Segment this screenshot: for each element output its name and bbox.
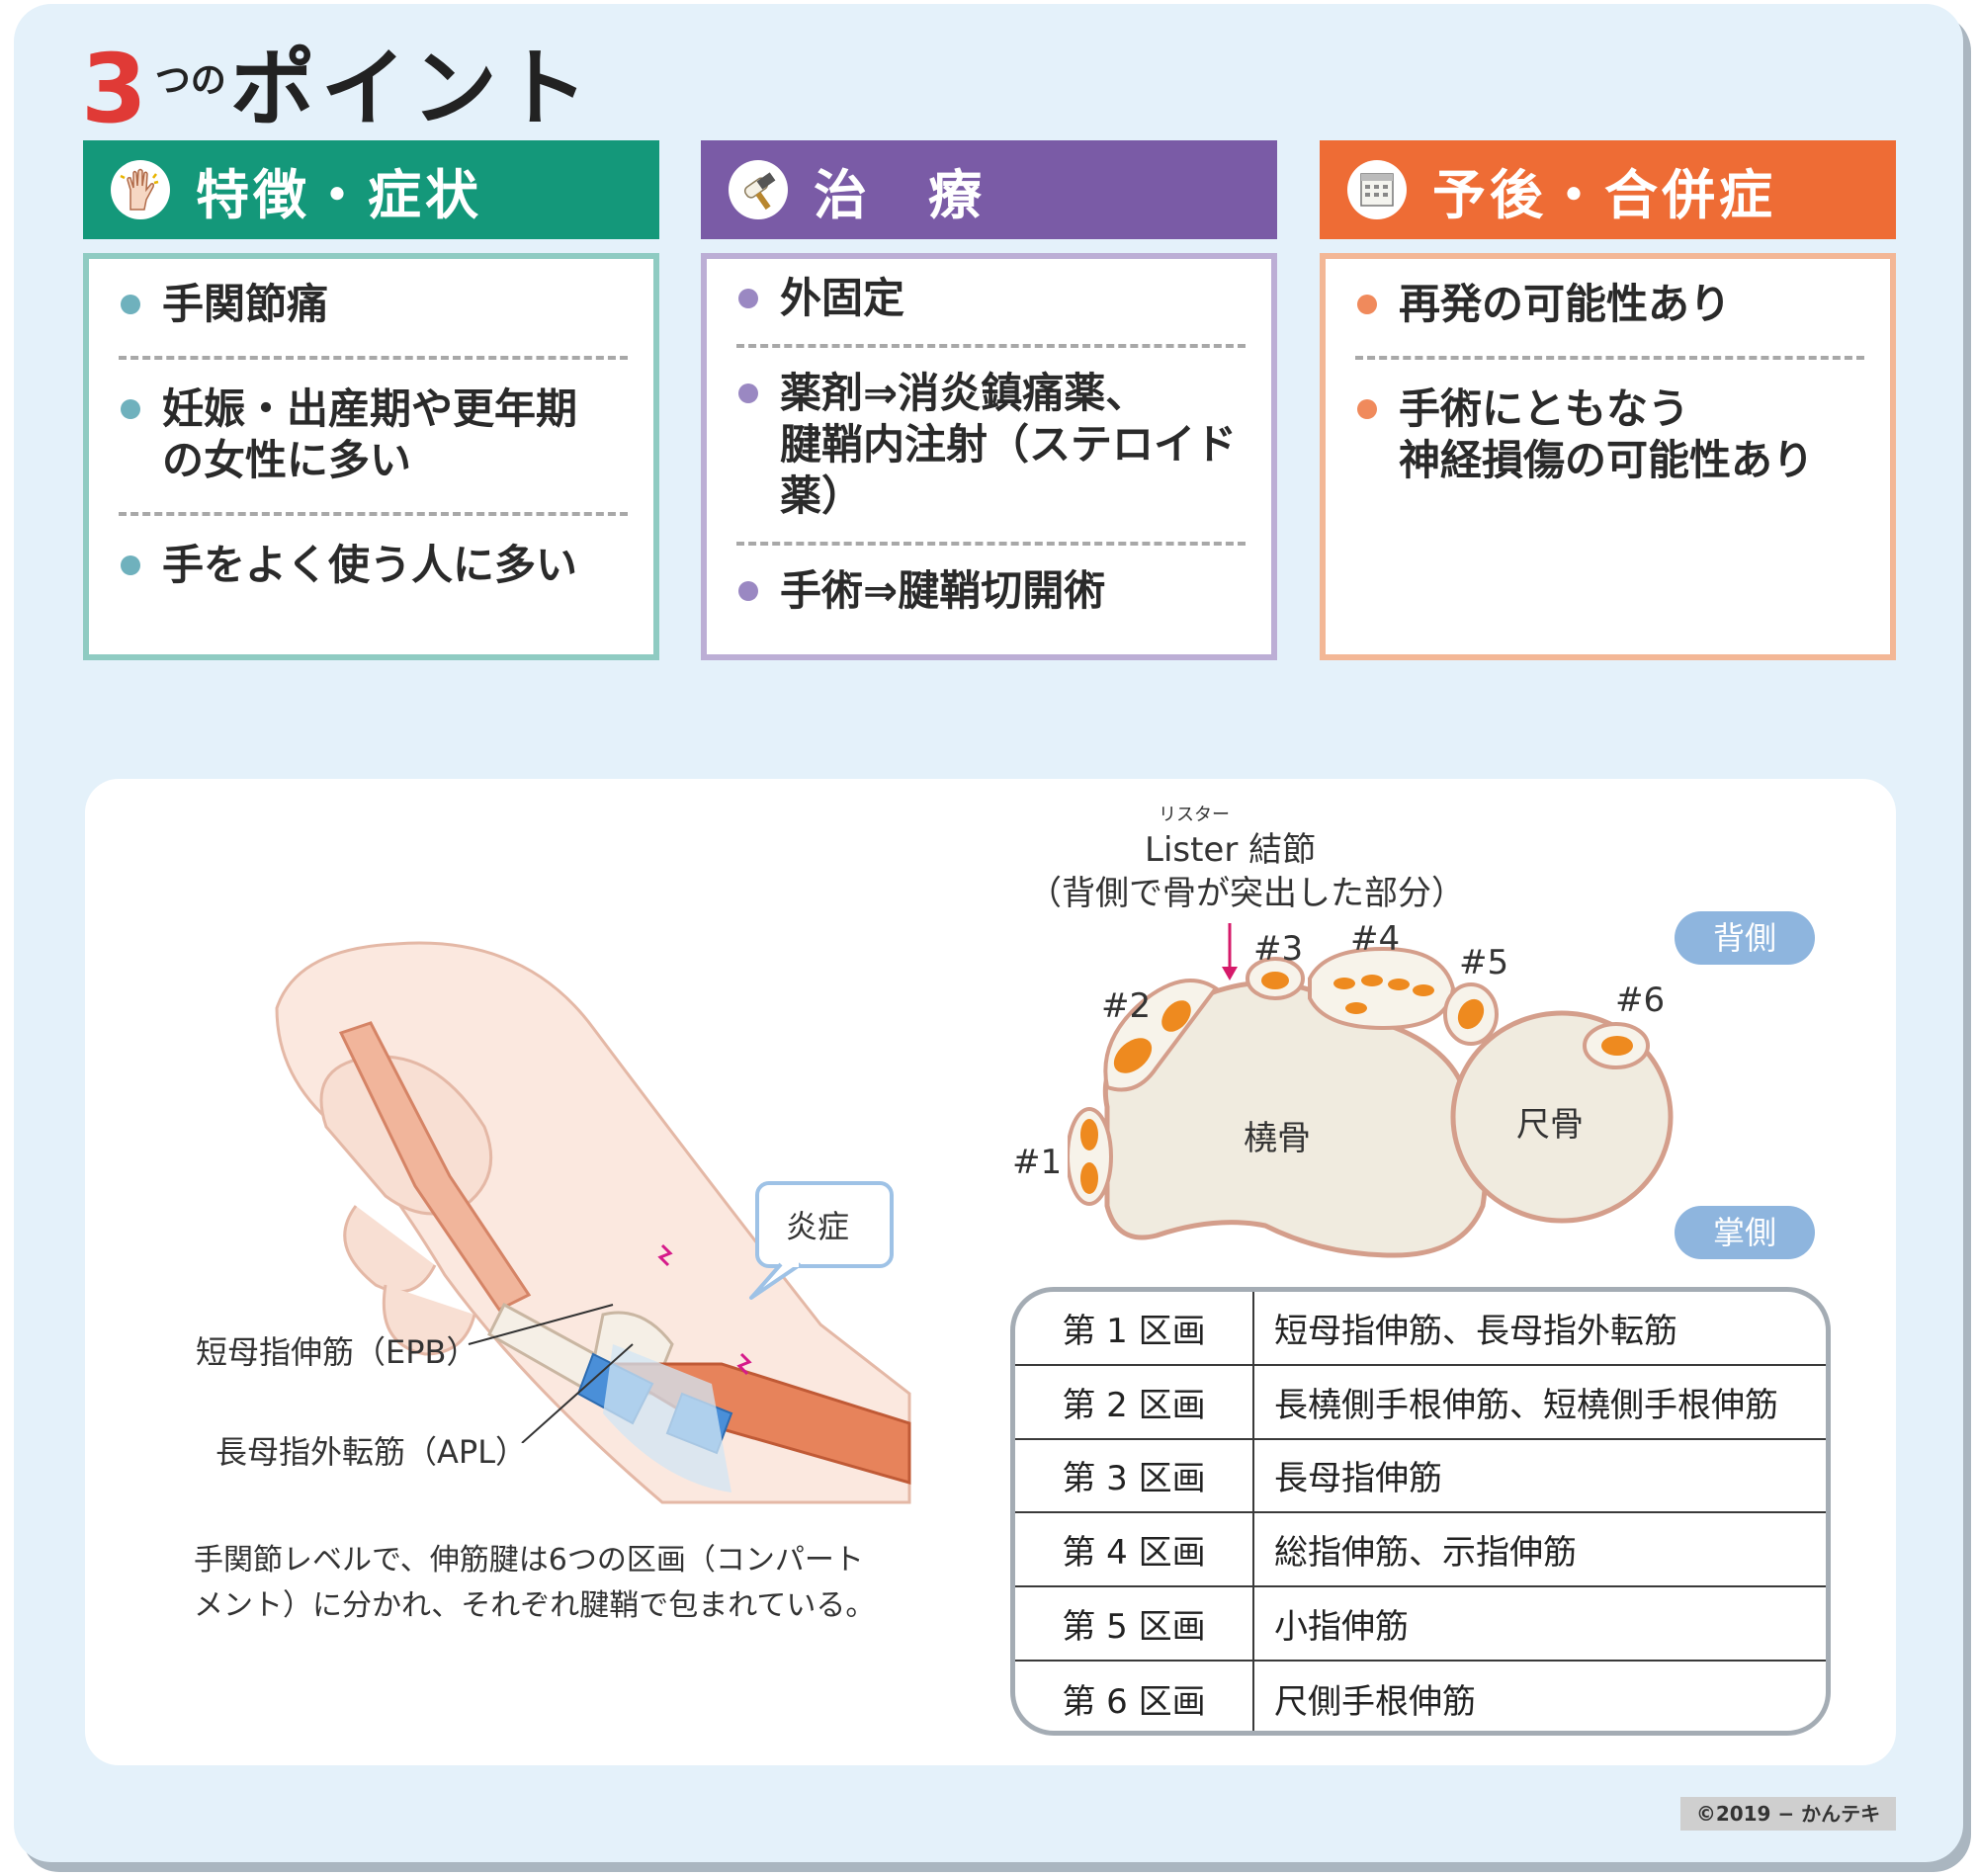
muscle-cell: 短母指伸筋、長母指外転筋: [1274, 1311, 1677, 1351]
item-text: 妊娠・出産期や更年期の女性に多い: [162, 384, 578, 484]
bullet-dot: [738, 289, 758, 308]
table-row: 第 4 区画 総指伸筋、示指伸筋: [1015, 1513, 1826, 1588]
apl-label: 長母指外転筋（APL）: [215, 1433, 528, 1471]
list-item: 手術にともなう神経損傷の可能性あり: [1355, 384, 1864, 486]
compartment-5-label: #5: [1459, 943, 1509, 982]
table-row: 第 2 区画 長橈側手根伸筋、短橈側手根伸筋: [1015, 1365, 1826, 1440]
compartment-2-label: #2: [1101, 986, 1152, 1026]
muscle-cell: 小指伸筋: [1274, 1607, 1409, 1648]
prognosis-card: 予後・合併症 再発の可能性あり 手術にともなう神経損傷の可能性あり: [1320, 140, 1896, 660]
bullet-dot: [121, 295, 140, 314]
item-text: 手術にともなう神経損傷の可能性あり: [1399, 384, 1815, 484]
compartment-1-label: #1: [1012, 1143, 1063, 1182]
divider: [119, 512, 628, 516]
item-text: 再発の可能性あり: [1399, 280, 1732, 328]
list-item: 手関節痛: [119, 279, 628, 330]
bullet-dot: [121, 555, 140, 575]
dorsal-badge: 背側: [1675, 911, 1815, 965]
prognosis-list: 再発の可能性あり 手術にともなう神経損傷の可能性あり: [1320, 253, 1896, 660]
radius-label: 橈骨: [1244, 1119, 1311, 1158]
divider: [736, 542, 1246, 546]
divider: [119, 356, 628, 360]
title-counter: つの: [154, 60, 226, 101]
cross-section-diagram: [1068, 923, 1674, 1258]
list-item: 手術⇒腱鞘切開術: [736, 565, 1246, 617]
bullet-dot: [738, 384, 758, 403]
section-cell: 第 6 区画: [1015, 1661, 1254, 1731]
title-main: ポイント: [229, 40, 594, 138]
bullet-dot: [738, 581, 758, 601]
callout-bubble: [749, 1181, 894, 1300]
table-row: 第 5 区画 小指伸筋: [1015, 1587, 1826, 1662]
prognosis-header: 予後・合併症: [1320, 140, 1896, 239]
lister-ruby: リスター: [1159, 805, 1230, 825]
muscle-cell: 尺側手根伸筋: [1274, 1681, 1476, 1722]
lister-label: Lister 結節: [1145, 830, 1317, 870]
compartment-table: 第 1 区画 短母指伸筋、長母指外転筋 第 2 区画 長橈側手根伸筋、短橈側手根…: [1010, 1287, 1831, 1736]
calendar-icon: [1347, 160, 1407, 219]
item-text: 手をよく使う人に多い: [162, 541, 578, 589]
list-item: 薬剤⇒消炎鎮痛薬、腱鞘内注射（ステロイド薬）: [736, 368, 1246, 522]
bullet-dot: [1357, 295, 1377, 314]
copyright: ©2019 − かんテキ: [1680, 1797, 1896, 1831]
leader-lines: [468, 1304, 634, 1443]
ulna-label: 尺骨: [1516, 1105, 1584, 1145]
compartment-3-label: #3: [1253, 929, 1304, 969]
section-cell: 第 4 区画: [1015, 1513, 1254, 1586]
bullet-dot: [1357, 399, 1377, 419]
divider: [736, 344, 1246, 348]
divider: [1355, 356, 1864, 360]
table-row: 第 6 区画 尺側手根伸筋: [1015, 1661, 1826, 1731]
section-cell: 第 2 区画: [1015, 1365, 1254, 1438]
symptoms-header: 特徴・症状: [83, 140, 659, 239]
item-text: 薬剤⇒消炎鎮痛薬、腱鞘内注射（ステロイド薬）: [780, 369, 1238, 520]
treatment-header: 治 療: [701, 140, 1277, 239]
symptoms-card: 特徴・症状 手関節痛 妊娠・出産期や更年期の女性に多い 手をよく使う人に多い: [83, 140, 659, 660]
lister-note: （背側で骨が突出した部分）: [1028, 874, 1465, 913]
section-cell: 第 3 区画: [1015, 1439, 1254, 1512]
inflammation-label: 炎症: [786, 1208, 850, 1245]
treatment-list: 外固定 薬剤⇒消炎鎮痛薬、腱鞘内注射（ステロイド薬） 手術⇒腱鞘切開術: [701, 253, 1277, 660]
prognosis-title: 予後・合併症: [1432, 163, 1776, 226]
table-row: 第 1 区画 短母指伸筋、長母指外転筋: [1015, 1292, 1826, 1366]
section-cell: 第 5 区画: [1015, 1587, 1254, 1660]
muscle-cell: 総指伸筋、示指伸筋: [1274, 1533, 1577, 1574]
muscle-cell: 長橈側手根伸筋、短橈側手根伸筋: [1274, 1385, 1778, 1425]
symptoms-list: 手関節痛 妊娠・出産期や更年期の女性に多い 手をよく使う人に多い: [83, 253, 659, 660]
treatment-title: 治 療: [814, 163, 986, 226]
cast-hammer-icon: [729, 160, 788, 219]
list-item: 再発の可能性あり: [1355, 279, 1864, 330]
bullet-dot: [121, 399, 140, 419]
symptoms-title: 特徴・症状: [196, 163, 482, 226]
title-number: 3: [81, 34, 147, 144]
epb-label: 短母指伸筋（EPB）: [196, 1333, 478, 1371]
list-item: 外固定: [736, 273, 1246, 324]
treatment-card: 治 療 外固定 薬剤⇒消炎鎮痛薬、腱鞘内注射（ステロイド薬） 手術⇒腱鞘切開術: [701, 140, 1277, 660]
caption: 手関節レベルで、伸筋腱は6つの区画（コンパートメント）に分かれ、それぞれ腱鞘で包…: [194, 1543, 876, 1623]
wrist-tendon-illustration: [275, 941, 911, 1504]
hand-pain-icon: [111, 160, 170, 219]
compartment-4-label: #4: [1350, 919, 1401, 959]
palmar-badge: 掌側: [1675, 1206, 1815, 1259]
item-text: 手関節痛: [162, 280, 329, 328]
list-item: 妊娠・出産期や更年期の女性に多い: [119, 384, 628, 486]
muscle-cell: 長母指伸筋: [1274, 1459, 1442, 1499]
item-text: 外固定: [780, 274, 905, 322]
section-cell: 第 1 区画: [1015, 1292, 1254, 1364]
item-text: 手術⇒腱鞘切開術: [780, 566, 1106, 615]
list-item: 手をよく使う人に多い: [119, 540, 628, 591]
compartment-6-label: #6: [1615, 981, 1666, 1020]
table-row: 第 3 区画 長母指伸筋: [1015, 1439, 1826, 1514]
page-title: 3 つの ポイント: [81, 40, 594, 138]
